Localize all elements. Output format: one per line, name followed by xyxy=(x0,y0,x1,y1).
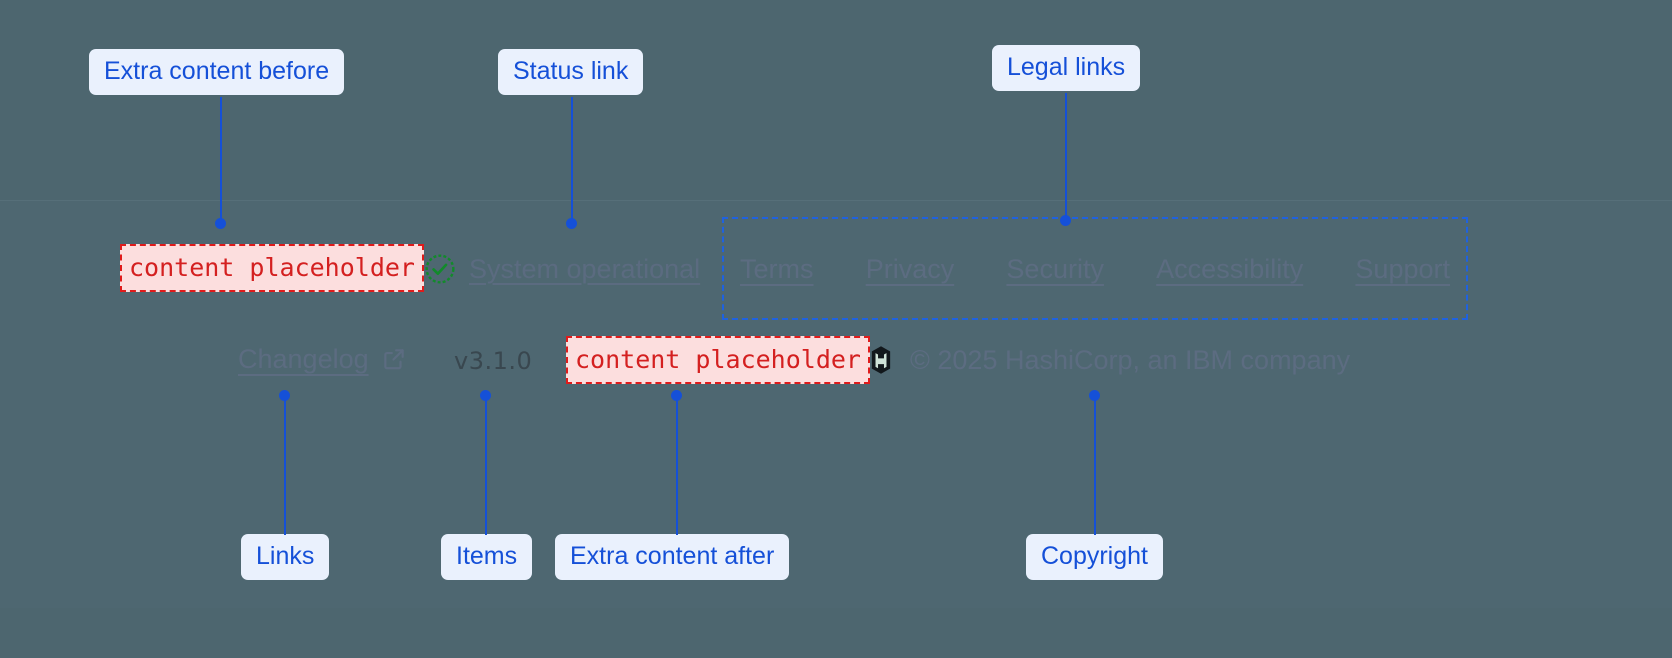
annotation-extra-content-before: Extra content before xyxy=(89,49,345,95)
leader-line-items xyxy=(485,399,487,535)
version-label: v3.1.0 xyxy=(454,347,533,375)
legal-link-privacy[interactable]: Privacy xyxy=(865,253,955,284)
changelog-link[interactable]: Changelog xyxy=(238,342,407,376)
status-link[interactable]: System operational xyxy=(424,252,700,286)
brand-copyright: © 2025 HashiCorp, an IBM company xyxy=(866,343,1350,377)
leader-line-legal-links xyxy=(1065,93,1067,222)
leader-line-status-link xyxy=(571,97,573,224)
extra-content-before-placeholder: content placeholder xyxy=(120,244,424,292)
legal-link-support[interactable]: Support xyxy=(1355,253,1450,284)
leader-dot-legal-links xyxy=(1060,215,1071,226)
annotation-extra-content-after: Extra content after xyxy=(555,534,790,580)
leader-dot-copyright xyxy=(1089,390,1100,401)
changelog-label: Changelog xyxy=(238,344,369,374)
annotation-copyright: Copyright xyxy=(1026,534,1163,580)
leader-line-extra-content-after xyxy=(676,399,678,535)
extra-content-after-placeholder: content placeholder xyxy=(566,336,870,384)
annotation-links: Links xyxy=(241,534,330,580)
leader-dot-extra-content-before xyxy=(215,218,226,229)
copyright-text: © 2025 HashiCorp, an IBM company xyxy=(910,345,1351,375)
annotation-items: Items xyxy=(441,534,533,580)
status-link-label: System operational xyxy=(469,254,701,284)
leader-dot-items xyxy=(480,390,491,401)
leader-dot-links xyxy=(279,390,290,401)
leader-dot-extra-content-after xyxy=(671,390,682,401)
legal-link-terms[interactable]: Terms xyxy=(740,253,814,284)
check-circle-icon xyxy=(424,253,456,285)
annotation-status-link: Status link xyxy=(498,49,644,95)
hashicorp-logo xyxy=(866,344,896,376)
external-link-icon xyxy=(381,346,407,372)
leader-line-extra-content-before xyxy=(220,97,222,224)
annotation-legal-links: Legal links xyxy=(992,45,1141,91)
leader-line-links xyxy=(284,399,286,535)
legal-link-security[interactable]: Security xyxy=(1006,253,1104,284)
leader-dot-status-link xyxy=(566,218,577,229)
legal-links-group: Terms Privacy Security Accessibility Sup… xyxy=(722,217,1468,320)
legal-link-accessibility[interactable]: Accessibility xyxy=(1156,253,1304,284)
leader-line-copyright xyxy=(1094,399,1096,535)
